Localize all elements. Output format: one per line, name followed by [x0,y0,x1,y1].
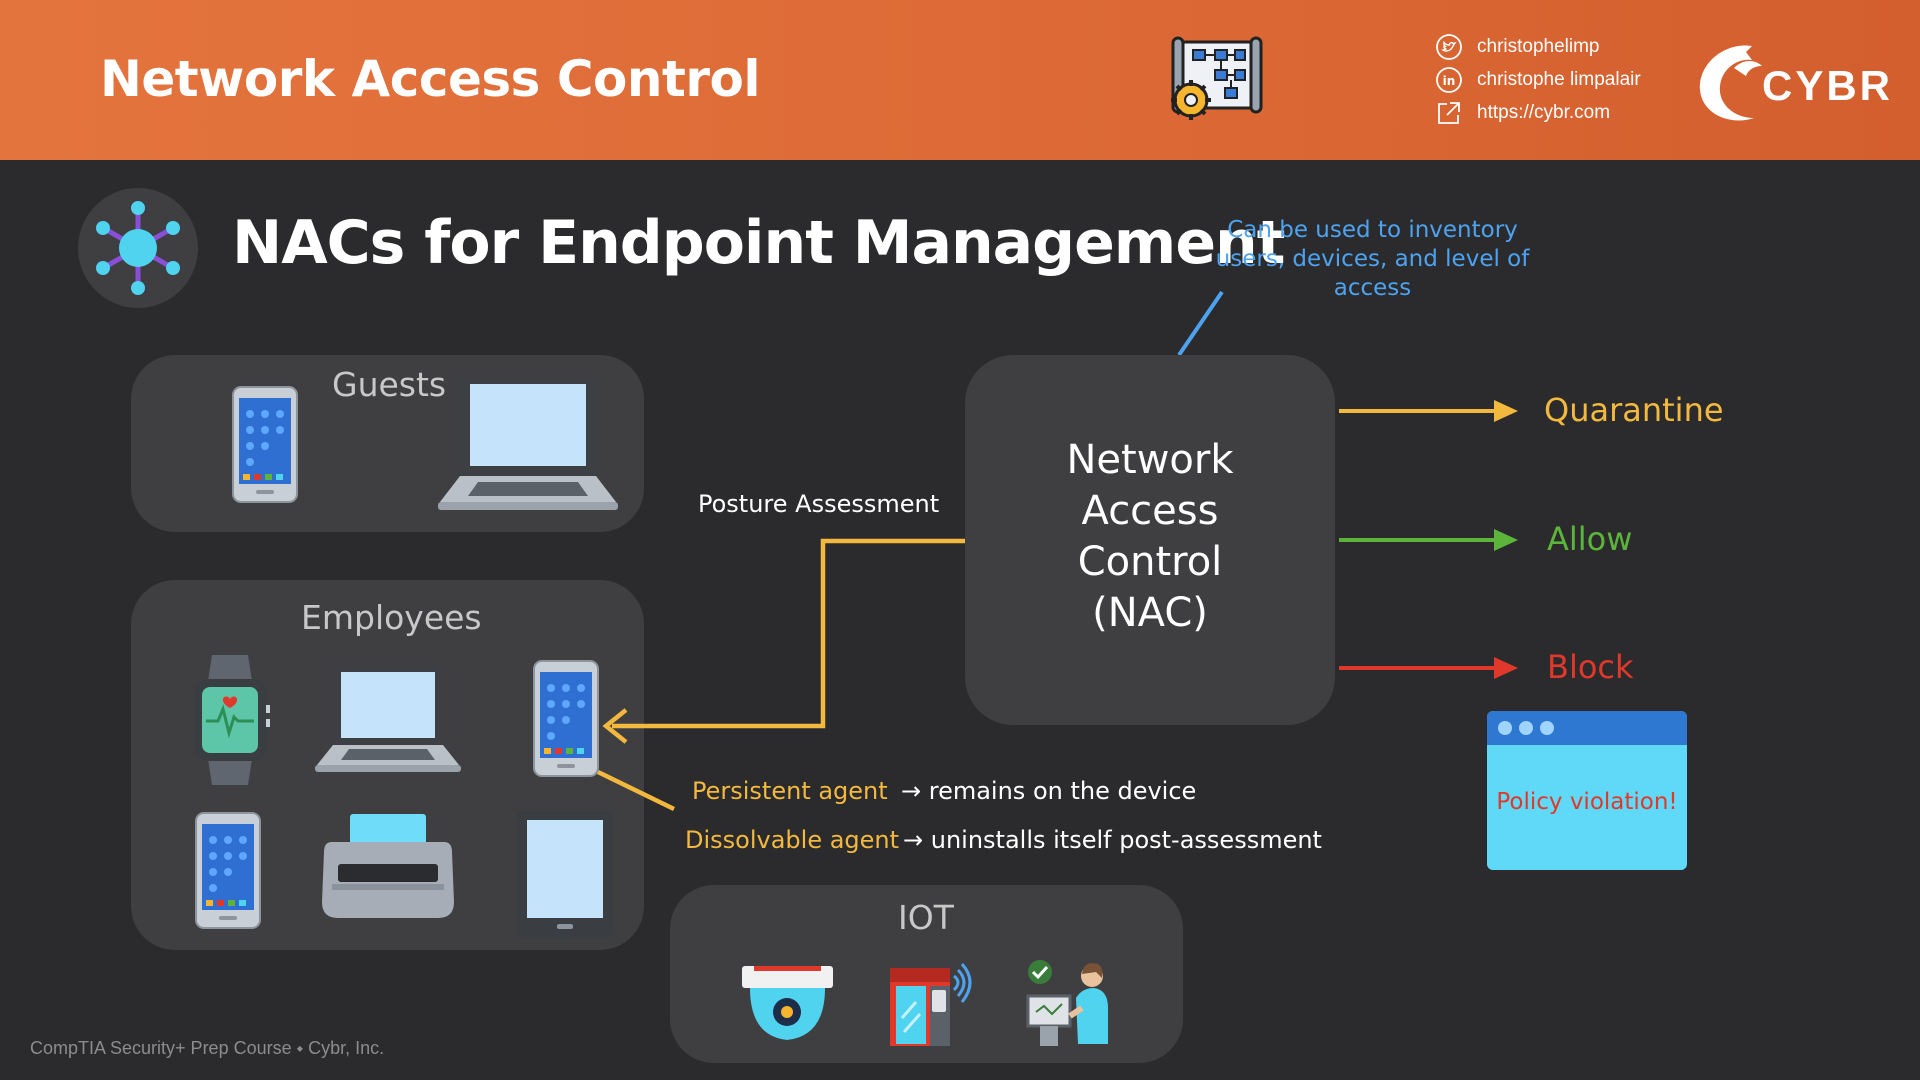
persistent-agent-desc: → remains on the device [901,777,1197,805]
employee-phone-icon [533,660,599,777]
dissolvable-agent-label: Dissolvable agent [685,826,900,854]
external-link-icon [1438,101,1460,124]
inventory-pointer-line [1177,290,1224,357]
posture-arrowhead [602,708,628,744]
inventory-note: Can be used to inventory users, devices,… [1215,217,1530,301]
tablet-icon [517,810,613,938]
persistent-agent-label: Persistent agent [692,777,888,805]
agent-pointer-line [597,769,675,812]
website-url: https://cybr.com [1477,101,1611,123]
posture-assessment-label: Posture Assessment [698,490,940,518]
policy-violation-window: Policy violation! [1487,711,1687,870]
dissolvable-agent-desc: → uninstalls itself post-assessment [903,826,1322,854]
nac-line-3: Control [1077,539,1223,585]
linkedin-name: christophe limpalair [1477,68,1641,90]
nac-box [965,355,1335,725]
security-camera-icon [742,966,833,1040]
guests-label: Guests [332,365,447,404]
roadmap-icon [1171,36,1263,120]
social-twitter[interactable]: christophelimp [1435,30,1641,63]
employees-label: Employees [301,598,482,637]
hub-network-icon [78,188,198,308]
slide-title: NACs for Endpoint Management [232,208,1285,278]
social-website[interactable]: https://cybr.com [1435,96,1641,129]
nac-line-4: (NAC) [1092,590,1208,636]
policy-violation-text: Policy violation! [1496,789,1678,815]
window-dot-icon [1540,721,1554,735]
linkedin-icon: in [1436,66,1462,93]
window-dot-icon [1498,721,1512,735]
smartwatch-icon [194,655,270,785]
guest-phone-icon [232,386,298,503]
nac-label: Network Access Control (NAC) [965,435,1335,639]
footer-credit: CompTIA Security+ Prep Course ⬩ Cybr, In… [30,1038,385,1058]
printer-icon [322,814,454,918]
outcome-block: Block [1547,648,1634,686]
header-banner: Network Access Control christophelimp in… [0,0,1920,160]
twitter-handle: christophelimp [1477,35,1600,57]
social-linkedin[interactable]: in christophe limpalair [1435,63,1641,96]
header-title: Network Access Control [100,50,761,108]
logo-text: CYBR [1762,62,1894,109]
window-titlebar [1487,711,1687,745]
social-links: christophelimp in christophe limpalair h… [1435,30,1641,129]
employee-laptop-icon [315,665,461,772]
window-dot-icon [1519,721,1533,735]
nac-line-2: Access [1081,488,1219,534]
svg-text:in: in [1443,74,1456,88]
cybr-logo-icon [1699,45,1762,121]
twitter-icon [1436,33,1462,60]
employee-phone-2-icon [195,812,261,929]
guest-laptop-icon [438,376,618,510]
iot-label: IOT [898,898,954,937]
smart-door-lock-icon [890,963,972,1046]
outcome-allow: Allow [1547,520,1633,558]
nac-line-1: Network [1066,437,1234,483]
outcome-quarantine: Quarantine [1544,391,1724,429]
posture-assessment-path [612,538,965,729]
kiosk-user-icon [1026,960,1108,1046]
